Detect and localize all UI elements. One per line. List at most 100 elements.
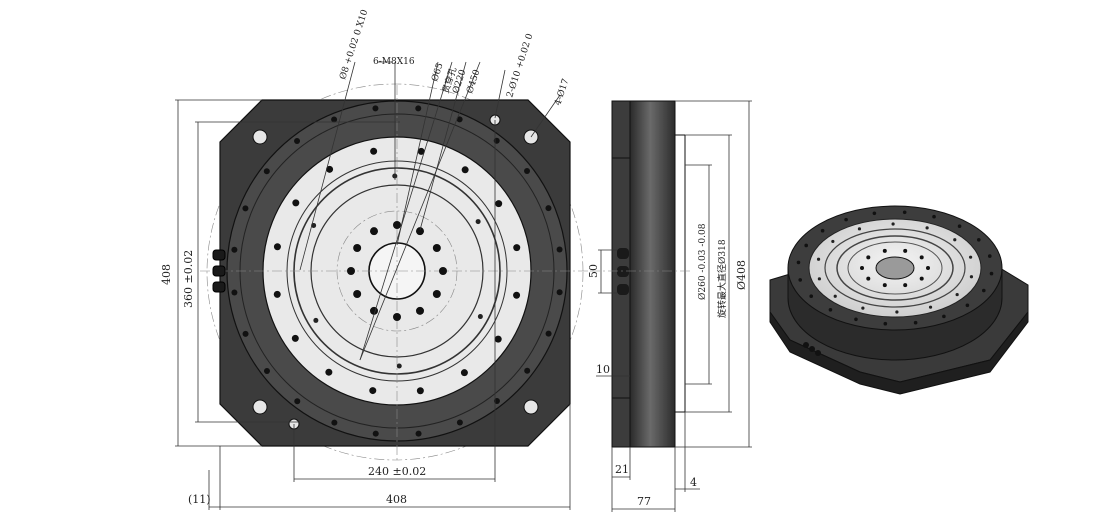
- bolt-hole: [331, 419, 338, 426]
- bolt-hole: [461, 166, 469, 174]
- bolt-hole: [883, 321, 888, 326]
- bolt-hole: [798, 278, 803, 282]
- isometric-view: [769, 205, 1029, 395]
- bolt-hole: [456, 116, 463, 123]
- bolt-hole: [928, 305, 933, 309]
- height-408-dim: 408: [160, 264, 173, 285]
- bolt-hole: [820, 228, 825, 233]
- bolt-hole: [263, 367, 270, 374]
- bolt-hole: [833, 294, 837, 298]
- bolt-hole: [872, 211, 877, 216]
- bolt-hole: [903, 283, 908, 288]
- bolt-hole: [263, 168, 270, 175]
- bolt-hole: [292, 199, 300, 207]
- bolt-hole: [987, 254, 992, 258]
- bolt-hole: [809, 294, 814, 299]
- height-360-dim: 360 ±0.02: [182, 250, 195, 308]
- bolt-hole: [231, 246, 238, 253]
- bolt-hole: [866, 255, 871, 260]
- bolt-hole: [524, 168, 531, 175]
- bolt-hole: [926, 266, 930, 270]
- bolt-hole: [460, 369, 468, 377]
- side-view: 50 10 Ø260 -0.03 -0.08 旋转最大直径Ø318 Ø408 2…: [587, 100, 752, 512]
- bolt-hole: [882, 248, 887, 253]
- d10-dim: 10: [596, 363, 610, 376]
- pin-hole-label: Ø8 +0.02 0 X10: [337, 8, 370, 81]
- thread-label: 6-M8X16: [373, 57, 415, 67]
- bolt-hole: [456, 419, 463, 426]
- bolt-hole: [828, 307, 833, 312]
- bolt-hole: [273, 243, 281, 251]
- bolt-hole: [968, 255, 973, 259]
- bolt-hole: [860, 266, 864, 270]
- leader-lines: [299, 61, 561, 361]
- d408-dim: Ø408: [735, 260, 748, 290]
- w77-dim: 77: [637, 495, 651, 508]
- w4-dim: 4: [690, 476, 697, 489]
- bolt-hole: [231, 289, 238, 296]
- bolt-hole: [861, 306, 865, 310]
- bolt-hole: [965, 303, 970, 308]
- w21-dim: 21: [615, 463, 629, 476]
- bolt-hole: [513, 291, 521, 299]
- bolt-hole: [831, 239, 835, 244]
- bolt-hole: [495, 200, 503, 208]
- bolt-hole: [866, 276, 871, 281]
- width-408-dim: 408: [386, 493, 407, 506]
- bolt-hole: [273, 290, 281, 298]
- bolt-hole: [294, 398, 301, 405]
- bolt-hole: [439, 267, 447, 275]
- iso-center-hole: [875, 256, 915, 280]
- bolt-hole: [854, 317, 858, 322]
- bolt-hole: [902, 210, 907, 215]
- bolt-hole: [325, 368, 333, 376]
- bolt-hole: [953, 238, 957, 242]
- bolt-hole: [353, 244, 362, 252]
- bolt-hole: [816, 257, 821, 261]
- bolt-hole: [556, 246, 563, 253]
- bolt-hole: [981, 288, 986, 293]
- bolt-hole: [493, 398, 500, 405]
- bolt-hole: [242, 330, 249, 337]
- bolt-hole: [353, 290, 362, 298]
- d260-dim: Ø260 -0.03 -0.08: [697, 223, 708, 300]
- bolt-hole: [513, 244, 521, 252]
- bolt-hole: [347, 267, 355, 275]
- bolt-hole: [370, 147, 378, 155]
- width-240-dim: 240 ±0.02: [368, 465, 426, 478]
- bolt-hole: [919, 276, 924, 281]
- bolt-hole: [416, 306, 424, 315]
- bolt-hole: [291, 334, 299, 342]
- hole-pair-label: 2-Ø10 +0.02 0: [504, 32, 535, 99]
- side-view-connectors: [617, 248, 629, 295]
- bolt-hole: [372, 105, 379, 112]
- bolt-hole: [432, 244, 441, 252]
- d65-label: Ø65: [429, 61, 445, 83]
- bolt-hole: [396, 363, 402, 369]
- mount-holes-label: 4-Ø17: [552, 77, 571, 107]
- bolt-hole: [882, 283, 887, 288]
- bolt-hole: [556, 289, 563, 296]
- side-dimension-lines: [596, 100, 752, 512]
- bolt-hole: [494, 335, 502, 343]
- bolt-hole: [415, 105, 422, 112]
- front-dimension-lines: [175, 99, 571, 510]
- bolt-hole: [416, 387, 424, 395]
- bolt-hole: [393, 221, 401, 229]
- bolt-hole: [895, 310, 899, 314]
- bolt-hole: [844, 217, 848, 222]
- bolt-hole: [475, 219, 481, 225]
- bolt-hole: [925, 226, 929, 230]
- bolt-hole: [313, 317, 319, 323]
- bolt-hole: [545, 330, 552, 337]
- bolt-hole: [932, 214, 936, 219]
- bolt-hole: [524, 367, 531, 374]
- bolt-hole: [372, 430, 379, 437]
- iso-bolt-holes: [796, 210, 994, 326]
- bolt-hole: [796, 260, 801, 265]
- bolt-hole: [989, 271, 994, 276]
- bolt-hole: [817, 277, 822, 281]
- d50-dim: 50: [587, 264, 600, 278]
- bolt-hole: [942, 314, 946, 319]
